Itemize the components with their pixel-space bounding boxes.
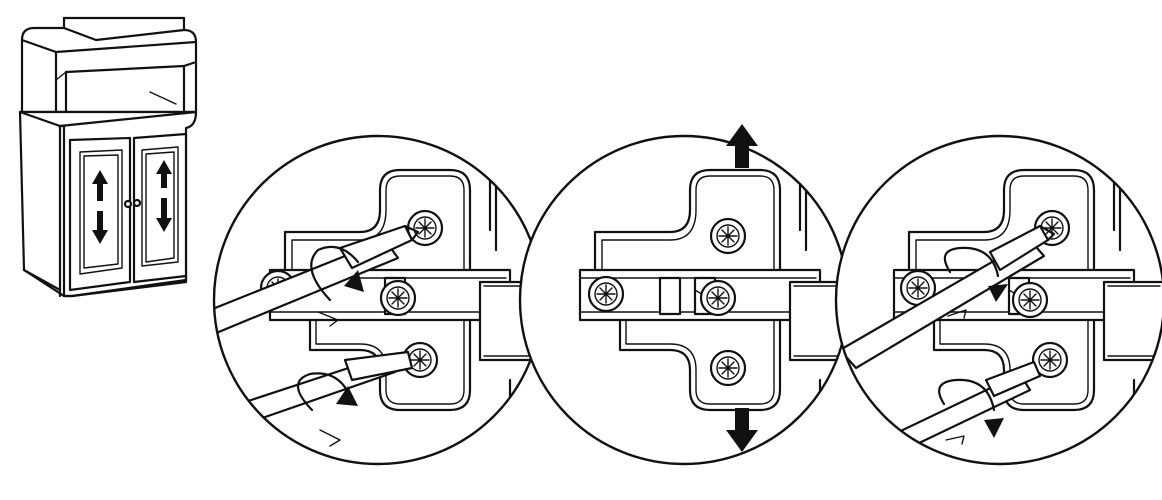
vertical-double-arrow-icon bbox=[92, 160, 172, 244]
clockwise-arrow-icon bbox=[938, 246, 1008, 445]
cabinet-illustration bbox=[18, 16, 198, 298]
tighten-screws-panel bbox=[834, 134, 1162, 466]
counterclockwise-arrow-icon bbox=[296, 245, 364, 447]
adjust-height-panel bbox=[518, 124, 850, 466]
loosen-screws-panel bbox=[212, 134, 544, 466]
up-down-arrow-icon bbox=[726, 124, 758, 452]
